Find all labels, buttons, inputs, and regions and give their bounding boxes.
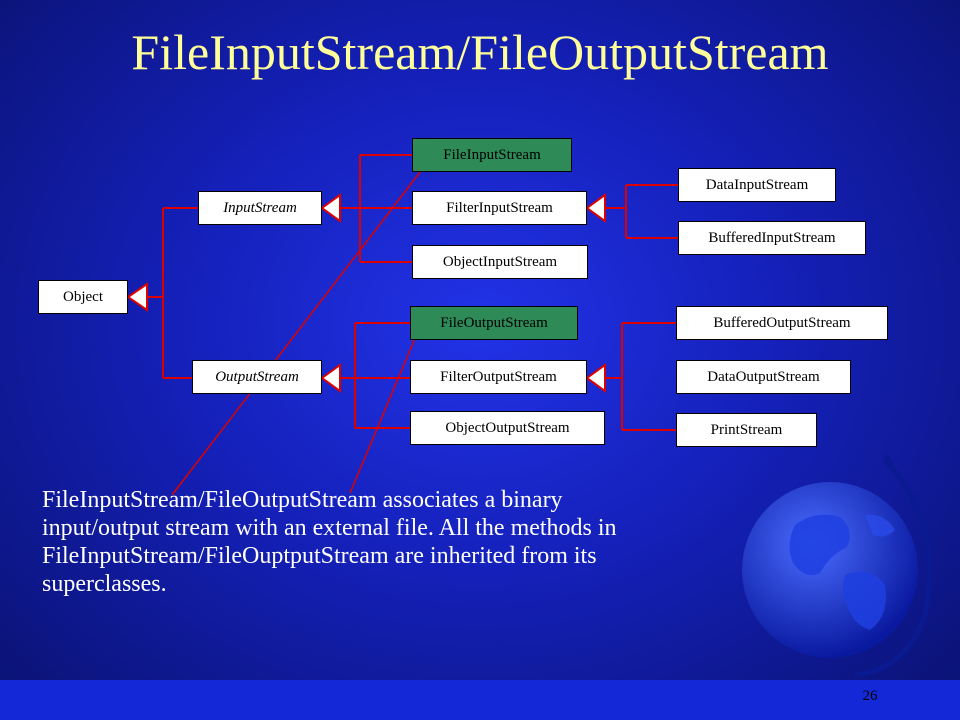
outputstream-box: OutputStream [192,360,322,394]
inputstream-box: InputStream [198,191,322,225]
bufferedoutputstream-box: BufferedOutputStream [676,306,888,340]
bufferedinputstream-box: BufferedInputStream [678,221,866,255]
printstream-box: PrintStream [676,413,817,447]
fileoutputstream-box: FileOutputStream [410,306,578,340]
slide-title: FileInputStream/FileOutputStream [131,24,829,80]
dataoutputstream-box: DataOutputStream [676,360,851,394]
objectinputstream-box: ObjectInputStream [412,245,588,279]
globe-icon [742,455,933,678]
footer-band [0,680,960,720]
slide-caption: FileInputStream/FileOutputStream associa… [42,487,617,597]
datainputstream-box: DataInputStream [678,168,836,202]
fileinputstream-box: FileInputStream [412,138,572,172]
filterinputstream-box: FilterInputStream [412,191,587,225]
object-box: Object [38,280,128,314]
objectoutputstream-box: ObjectOutputStream [410,411,605,445]
filteroutputstream-box: FilterOutputStream [410,360,587,394]
page-number: 26 [862,688,878,704]
